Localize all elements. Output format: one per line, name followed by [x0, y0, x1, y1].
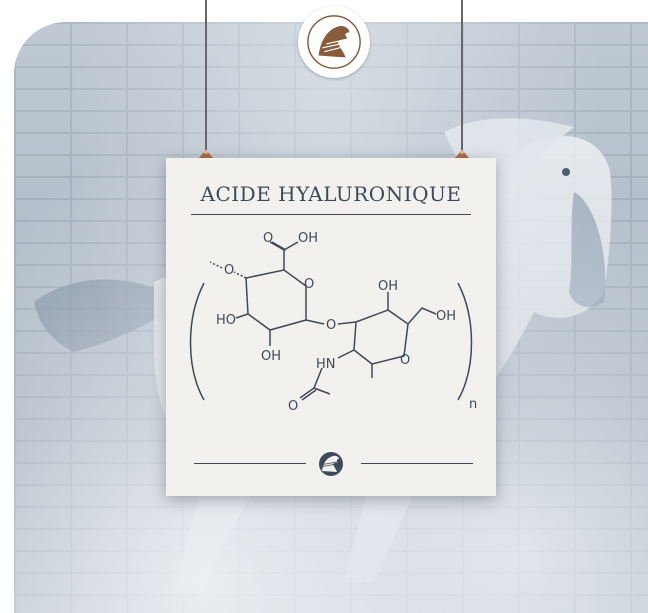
hanging-wire-left [205, 0, 207, 150]
hanging-clip-icon [453, 150, 471, 160]
label-oh-ch2: OH [436, 309, 456, 324]
horse-head-emblem-icon [319, 452, 343, 476]
brand-badge [298, 6, 370, 78]
label-o-carboxyl: O [263, 231, 273, 246]
label-o-glycosidic: O [326, 318, 336, 333]
poster-title: ACIDE HYALURONIQUE [200, 182, 462, 206]
label-ring-o-2: O [400, 353, 410, 368]
hanging-clip-icon [197, 150, 215, 160]
hanging-wire-right [461, 0, 463, 150]
horse-head-emblem-icon [307, 15, 361, 69]
footer-divider-right [361, 463, 473, 464]
footer-divider-left [194, 463, 306, 464]
poster-card: ACIDE HYALURONIQUE [166, 158, 496, 496]
label-oh-carboxyl: OH [298, 231, 318, 246]
title-divider [191, 214, 471, 215]
label-oh-bottom-1: OH [261, 349, 281, 364]
label-o-left-chain: O [224, 263, 234, 278]
label-oh-top-2: OH [378, 279, 398, 294]
label-o-amide: O [288, 399, 298, 414]
label-ho-left: HO [216, 313, 236, 328]
label-hn: HN [316, 357, 336, 372]
label-repeat-n: n [469, 397, 477, 412]
hyaluronic-acid-structure: O OH O O HO OH O OH OH HN O O n [189, 231, 477, 414]
label-ring-o-1: O [304, 277, 314, 292]
